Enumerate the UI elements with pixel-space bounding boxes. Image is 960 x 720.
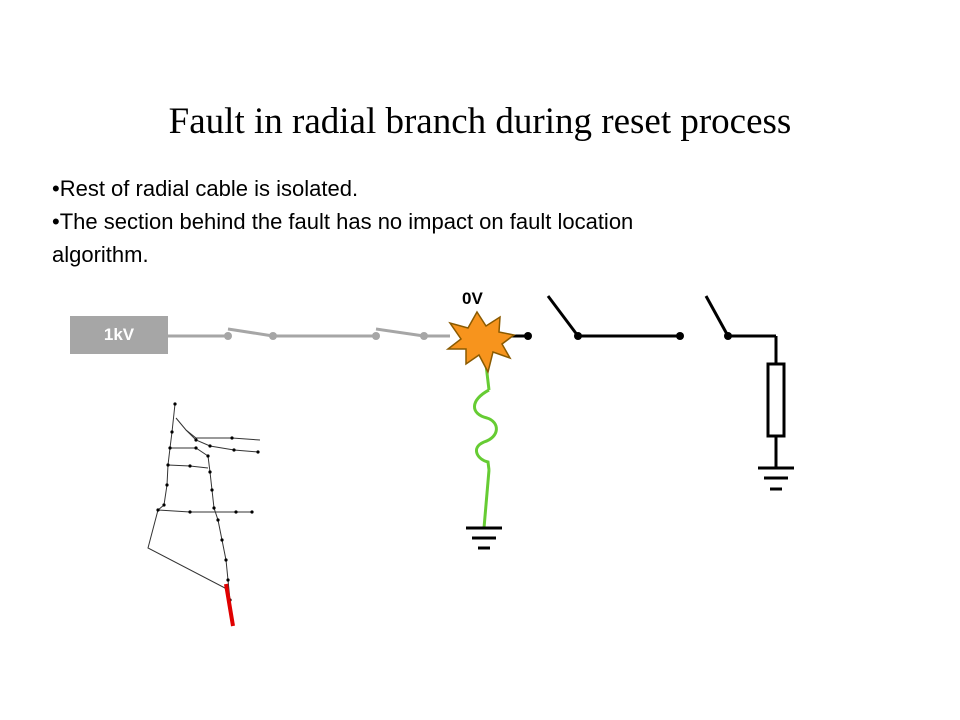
resistor-icon: [766, 362, 786, 438]
fault-burst-icon: [445, 310, 516, 375]
switch-icon: [227, 327, 425, 338]
fault-voltage-label: 0V: [462, 289, 483, 308]
switch-contact-dots: [224, 332, 428, 340]
ground-symbol-icon: [466, 526, 502, 550]
network-diagram: [147, 403, 261, 601]
slide-title: Fault in radial branch during reset proc…: [168, 101, 792, 142]
bullet-item: •Rest of radial cable is isolated.: [52, 176, 359, 201]
source-voltage-box: 1kV: [70, 316, 168, 354]
network-fault-branch: [224, 583, 235, 627]
fault-path-green: [473, 355, 498, 529]
switch-contact-dots: [524, 332, 732, 340]
network-nodes: [156, 402, 260, 602]
feeder-line: [500, 334, 778, 468]
inductor-coil-icon: [473, 388, 498, 471]
ground-symbol-icon: [758, 466, 794, 491]
bullet-item: algorithm.: [52, 242, 149, 267]
switch-icon: [546, 295, 730, 337]
bullet-item: •The section behind the fault has no imp…: [52, 209, 634, 234]
bullet-list: •Rest of radial cable is isolated. •The …: [52, 172, 852, 271]
